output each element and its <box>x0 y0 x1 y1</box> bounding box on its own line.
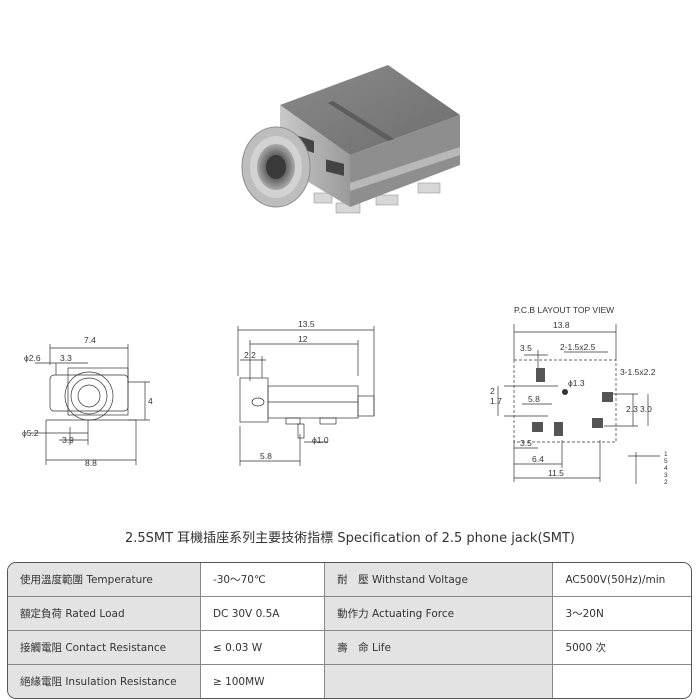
svg-text:13.5: 13.5 <box>298 319 315 329</box>
svg-text:7.4: 7.4 <box>84 335 96 345</box>
svg-text:3.3: 3.3 <box>60 353 72 363</box>
svg-text:3: 3 <box>664 472 668 479</box>
spec-name <box>325 665 554 698</box>
svg-text:ϕ5.2: ϕ5.2 <box>22 428 39 438</box>
front-view-drawing: 7.4 ϕ2.6 3.3 4 ϕ5.2 3.9 8.8 <box>22 335 153 468</box>
spec-value: 5000 次 <box>553 631 691 666</box>
table-row: 使用溫度範圍 Temperature -30～70℃ 耐 壓 Withstand… <box>8 563 691 598</box>
svg-text:1: 1 <box>664 451 668 458</box>
svg-text:8.8: 8.8 <box>85 458 97 468</box>
svg-text:5.8: 5.8 <box>260 451 272 461</box>
table-row: 接觸電阻 Contact Resistance ≤ 0.03 W 壽 命 Lif… <box>8 631 691 666</box>
svg-text:5: 5 <box>664 458 668 465</box>
svg-text:11.5: 11.5 <box>548 468 564 478</box>
spec-name: 耐 壓 Withstand Voltage <box>325 563 554 598</box>
spec-table: 使用溫度範圍 Temperature -30～70℃ 耐 壓 Withstand… <box>7 562 692 699</box>
spec-title: 2.5SMT 耳機插座系列主要技術指標 Specification of 2.5… <box>124 531 576 546</box>
phone-jack-photo <box>241 65 460 214</box>
svg-text:ϕ1.0: ϕ1.0 <box>312 435 329 445</box>
spec-value <box>553 665 691 698</box>
svg-text:4: 4 <box>664 465 668 472</box>
svg-text:3.5: 3.5 <box>520 343 532 353</box>
svg-text:6.4: 6.4 <box>532 454 544 464</box>
table-row: 絕緣電阻 Insulation Resistance ≥ 100MW <box>8 665 691 698</box>
spec-value: 3～20N <box>553 597 691 632</box>
pcb-layout-title: P.C.B LAYOUT TOP VIEW <box>514 305 614 315</box>
spec-value: ≤ 0.03 W <box>200 631 326 666</box>
side-view-drawing: 13.5 12 2.2 ϕ1.0 5.8 <box>237 319 375 466</box>
spec-name: 額定負荷 Rated Load <box>8 597 201 632</box>
svg-text:1.7: 1.7 <box>490 396 502 406</box>
spec-name: 絕緣電阻 Insulation Resistance <box>8 665 201 698</box>
pcb-layout-drawing: P.C.B LAYOUT TOP VIEW 13.8 3.5 2-1.5x2.5… <box>490 305 668 486</box>
spec-value: ≥ 100MW <box>200 665 326 698</box>
svg-text:ϕ2.6: ϕ2.6 <box>24 353 41 363</box>
svg-text:ϕ1.3: ϕ1.3 <box>568 378 585 388</box>
table-row: 額定負荷 Rated Load DC 30V 0.5A 動作力 Actuatin… <box>8 597 691 632</box>
spec-value: DC 30V 0.5A <box>200 597 326 632</box>
svg-text:5.8: 5.8 <box>528 394 540 404</box>
svg-text:2.2: 2.2 <box>244 350 256 360</box>
spec-value: -30～70℃ <box>200 563 326 598</box>
spec-value: AC500V(50Hz)/min <box>553 563 691 598</box>
svg-text:3.9: 3.9 <box>62 435 74 445</box>
spec-name: 壽 命 Life <box>325 631 554 666</box>
svg-text:13.8: 13.8 <box>553 320 570 330</box>
svg-text:3-1.5x2.2: 3-1.5x2.2 <box>620 367 656 377</box>
svg-text:3.5: 3.5 <box>520 438 532 448</box>
svg-text:2-1.5x2.5: 2-1.5x2.5 <box>560 342 596 352</box>
svg-text:12: 12 <box>298 334 308 344</box>
spec-name: 使用溫度範圍 Temperature <box>8 563 201 598</box>
svg-text:4: 4 <box>148 396 153 406</box>
svg-text:2.3: 2.3 <box>626 404 638 414</box>
svg-text:2: 2 <box>664 479 668 486</box>
svg-text:3.0: 3.0 <box>640 404 652 414</box>
spec-name: 接觸電阻 Contact Resistance <box>8 631 201 666</box>
spec-name: 動作力 Actuating Force <box>325 597 554 632</box>
svg-text:2: 2 <box>490 386 495 396</box>
